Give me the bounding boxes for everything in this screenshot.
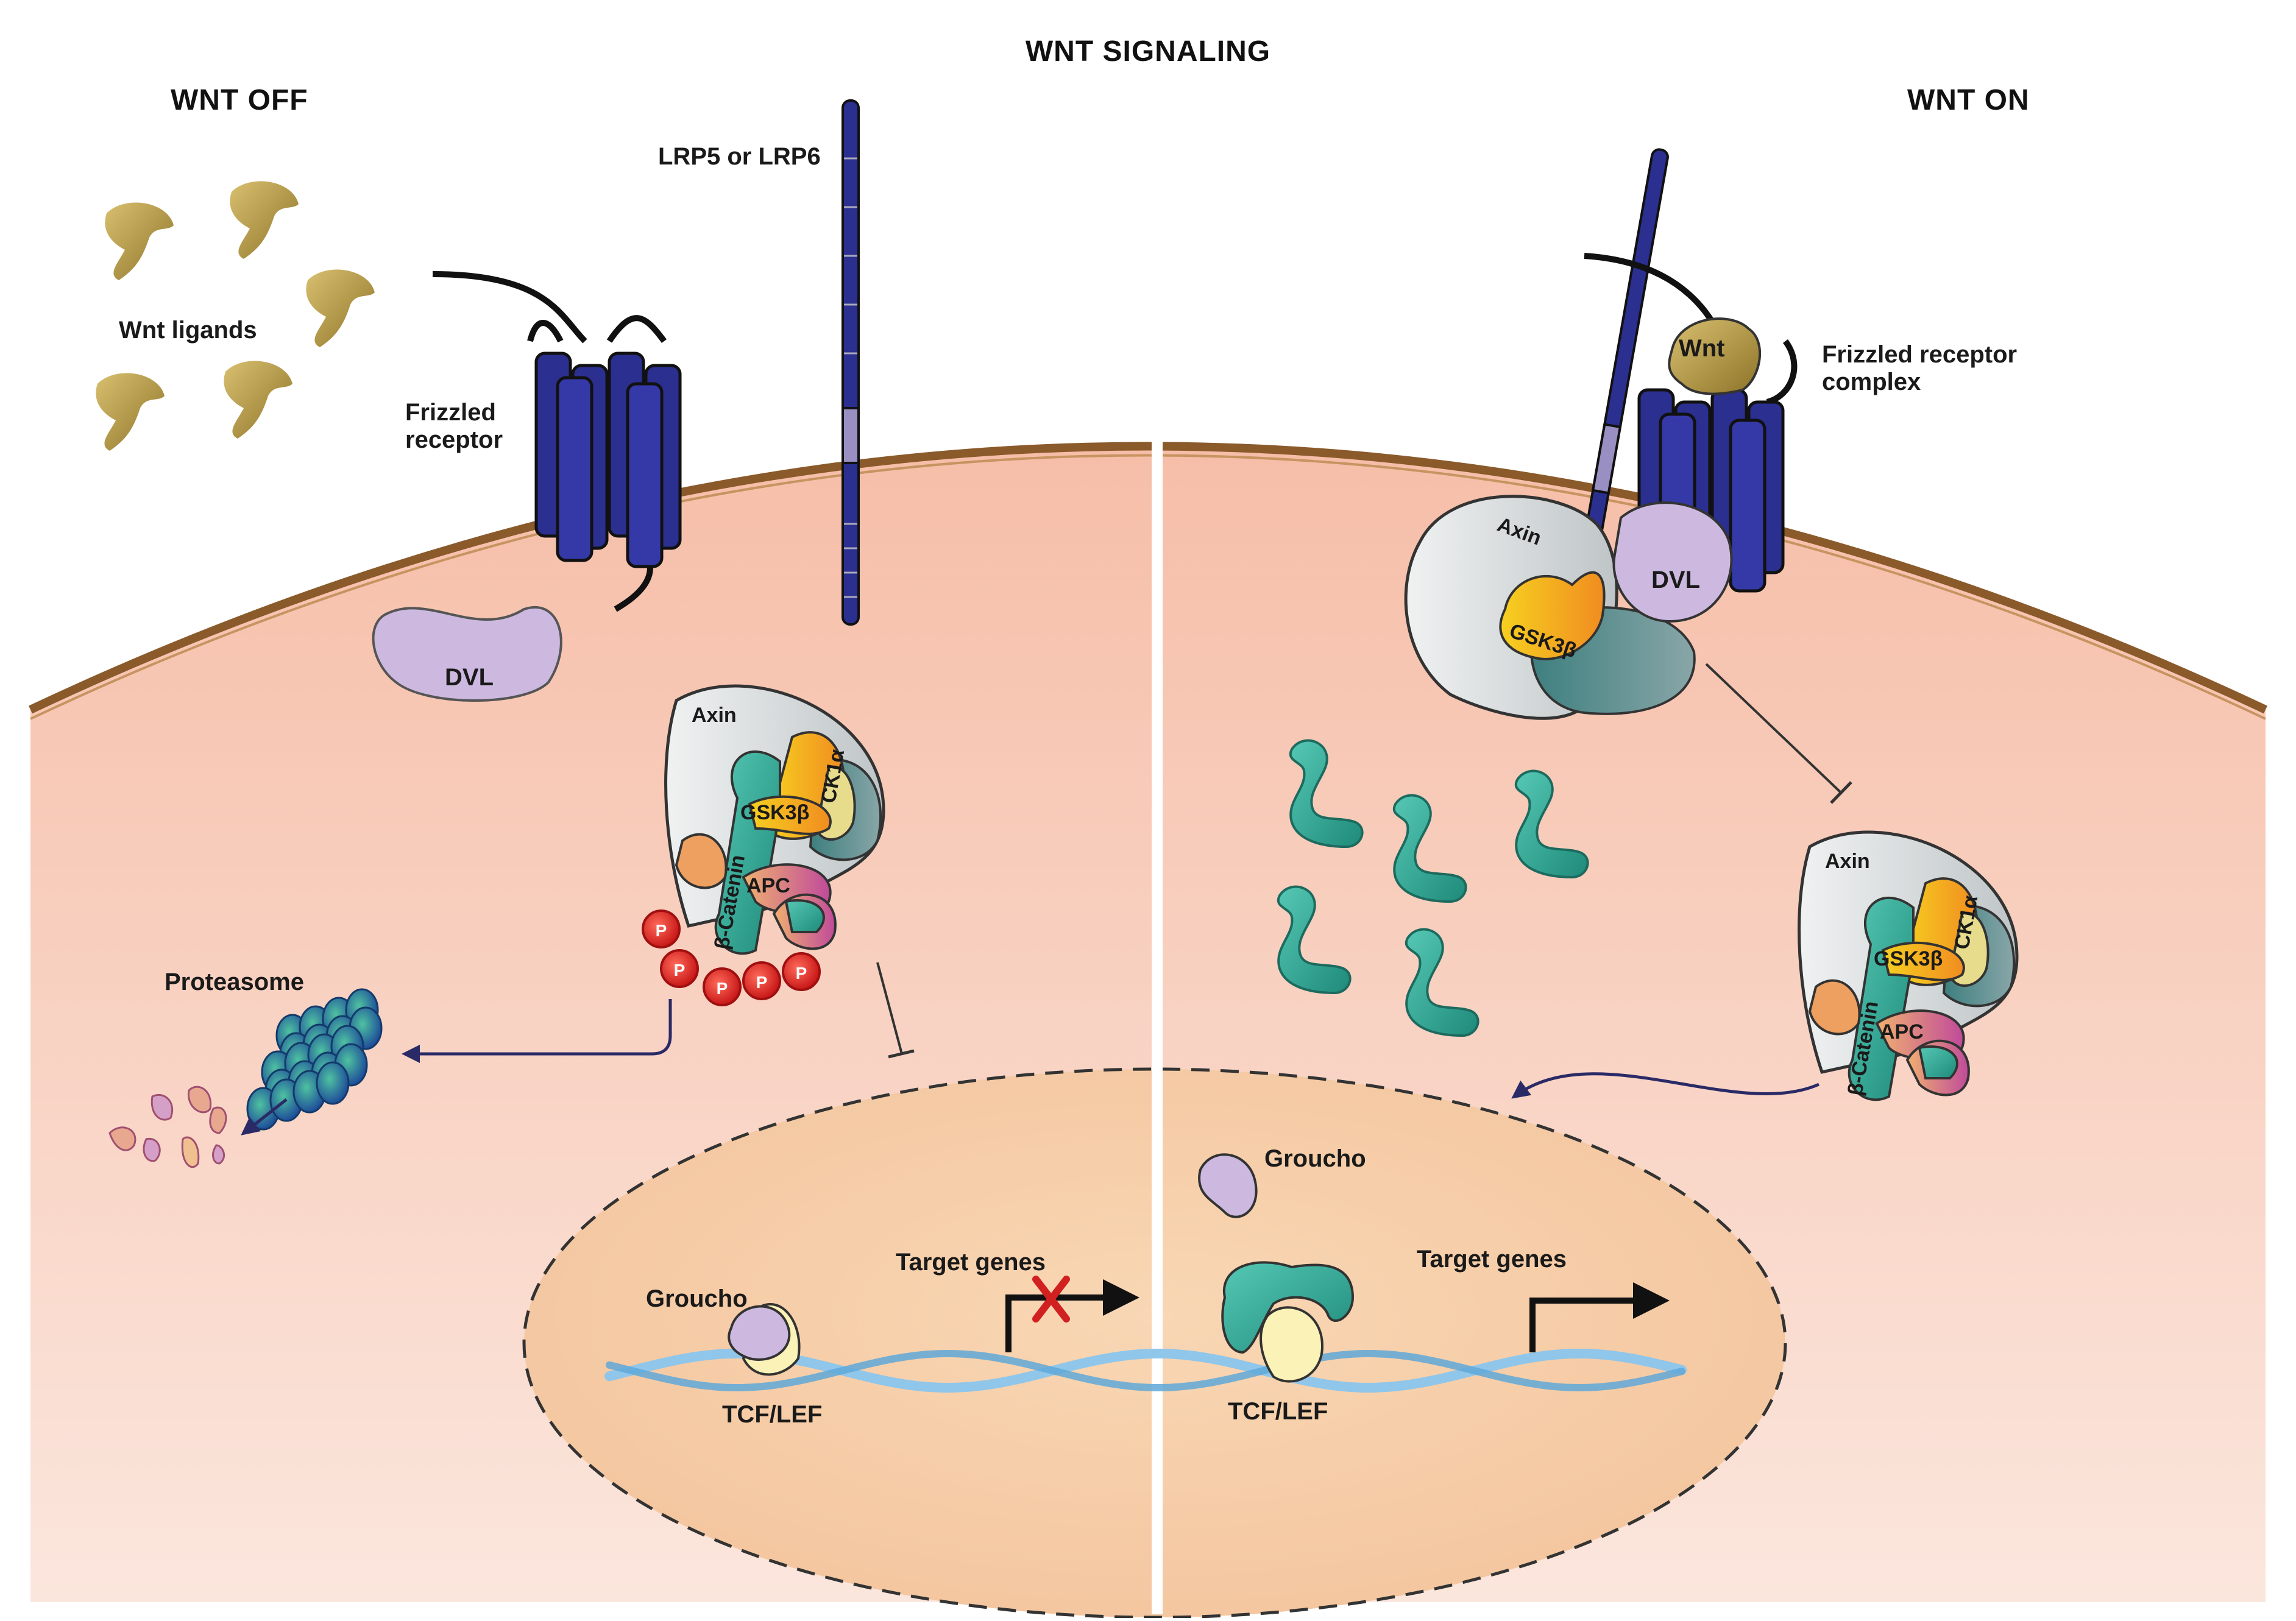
dvl-off <box>372 606 562 702</box>
target-gene-arrow-on <box>1529 1298 1639 1352</box>
free-beta-catenin-molecule <box>1514 769 1589 879</box>
label-apc-off: APC <box>746 874 790 897</box>
label-frizzled-complex-2: complex <box>1822 369 1921 395</box>
label-proteasome: Proteasome <box>165 969 304 995</box>
free-beta-catenin-molecule <box>1277 885 1352 995</box>
label-lrp: LRP5 or LRP6 <box>658 143 821 170</box>
heading-wnt-on: WNT ON <box>1907 84 2030 116</box>
label-tcf-on: TCF/LEF <box>1228 1398 1328 1425</box>
free-beta-catenin-molecule <box>1289 739 1364 849</box>
label-frizzled-receptor: Frizzled <box>405 399 496 426</box>
free-beta-catenin <box>1277 739 1589 1037</box>
heading-wnt-off: WNT OFF <box>171 84 308 116</box>
label-dvl-off: DVL <box>445 664 494 691</box>
label-groucho-on: Groucho <box>1264 1145 1366 1172</box>
destruction-complex-on <box>1798 830 2019 1101</box>
label-groucho-off: Groucho <box>646 1285 748 1312</box>
groucho-on <box>1198 1153 1258 1218</box>
wnt-ligands <box>96 181 375 451</box>
arrow-into-nucleus <box>1511 1072 1820 1099</box>
arrow-to-proteasome <box>402 999 672 1063</box>
destruction-complex-off <box>664 684 885 955</box>
label-frizzled-receptor-2: receptor <box>405 426 503 453</box>
proteasome-subunit <box>316 1061 350 1105</box>
svg-text:P: P <box>656 921 667 940</box>
label-tcf-off: TCF/LEF <box>722 1401 822 1428</box>
label-gsk3b-on-complex: GSK3β <box>1874 947 1943 970</box>
panel-divider <box>1152 396 1163 1614</box>
svg-text:P: P <box>756 973 768 992</box>
inhibition-line-off <box>876 962 903 1054</box>
target-gene-arrow-off <box>1005 1294 1109 1352</box>
label-wnt-on: Wnt <box>1679 335 1725 362</box>
cell-membrane <box>29 442 2267 714</box>
label-axin-on-complex: Axin <box>1825 850 1870 873</box>
diagram-title: WNT SIGNALING <box>1026 35 1270 68</box>
label-apc-on-complex: APC <box>1880 1020 1924 1044</box>
label-axin-off: Axin <box>692 704 737 727</box>
frizzled-receptor-off <box>432 271 682 612</box>
arrow-to-fragments <box>241 1098 288 1135</box>
label-target-genes-off: Target genes <box>896 1249 1046 1276</box>
label-gsk3b-off: GSK3β <box>740 801 809 824</box>
label-target-genes-on: Target genes <box>1417 1246 1567 1273</box>
label-wnt-ligands: Wnt ligands <box>119 317 257 344</box>
membrane-complex-on <box>1404 495 1733 720</box>
free-beta-catenin-molecule <box>1405 928 1479 1037</box>
groucho-tcf-off <box>728 1303 801 1376</box>
inhibition-line-on <box>1705 663 1841 793</box>
bcatenin-tcf-on <box>1221 1261 1355 1383</box>
free-beta-catenin-molecule <box>1392 794 1467 903</box>
label-dvl-on: DVL <box>1651 567 1700 593</box>
svg-text:P: P <box>796 964 807 983</box>
lrp-receptor-off <box>842 99 860 626</box>
svg-text:P: P <box>717 979 728 998</box>
blocked-cross <box>1032 1276 1070 1323</box>
phosphate-groups: P P P P P <box>642 909 821 1006</box>
label-frizzled-complex: Frizzled receptor <box>1822 341 2017 368</box>
degraded-fragments <box>108 1086 227 1168</box>
svg-text:P: P <box>674 961 686 980</box>
